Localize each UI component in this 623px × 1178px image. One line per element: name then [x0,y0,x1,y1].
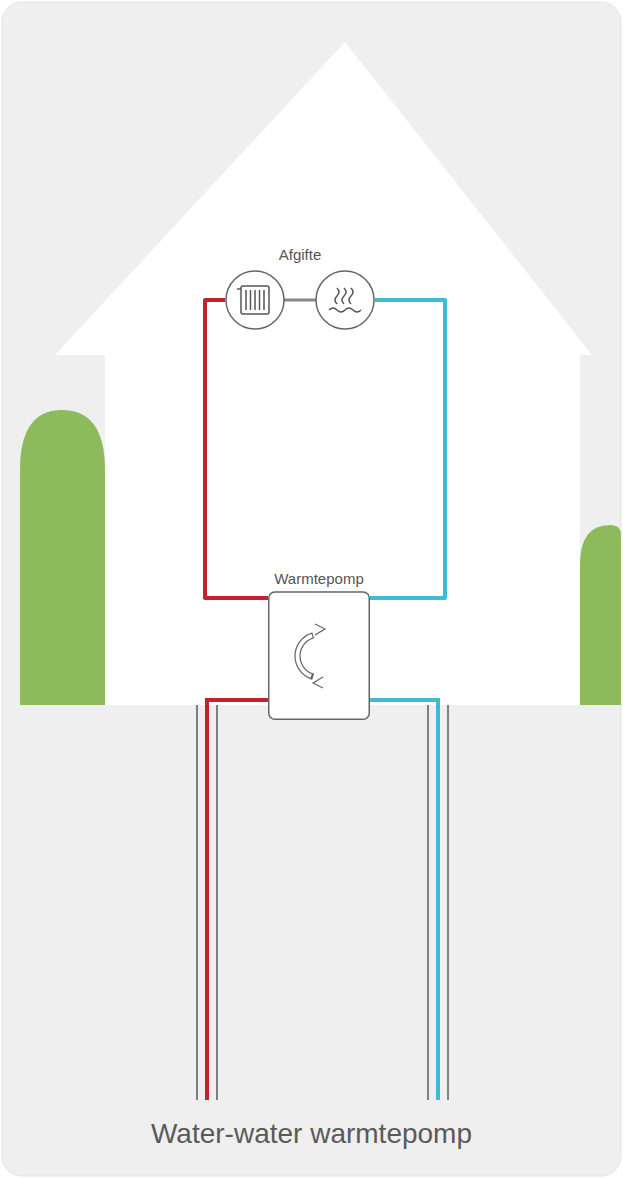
borehole [197,705,448,1100]
pump-icon [268,568,370,720]
caption: Water-water warmtepomp [0,1118,623,1150]
hill [20,410,105,705]
node-heading: Afgifte [225,244,375,264]
heat-pump-box: Warmtepomp [268,568,370,720]
supply-pipe [205,300,268,598]
return-pipe [370,300,445,598]
hill [580,525,621,705]
emitter-group: Afgifte [225,244,375,332]
ground-pipe-cold [370,700,438,1100]
node-heading: Warmtepomp [268,568,370,588]
ground-pipe-warm [207,700,268,1100]
